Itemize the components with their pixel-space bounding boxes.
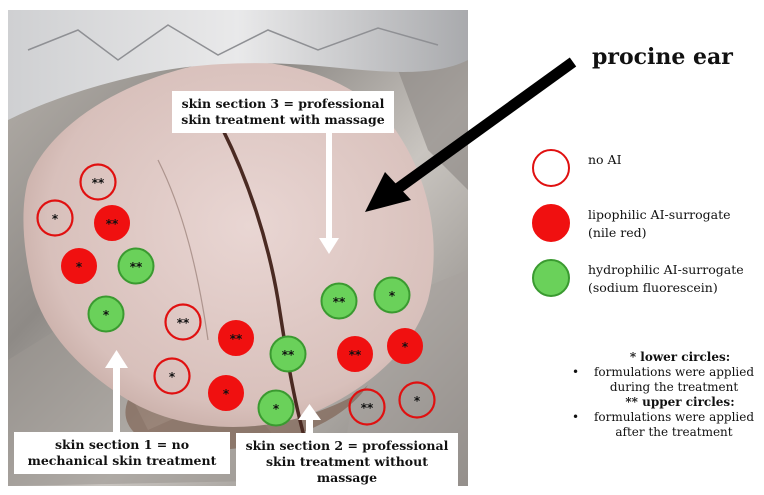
circle-mark: * — [402, 340, 409, 354]
legend-label: hydrophilic AI-surrogate (sodium fluores… — [588, 259, 744, 297]
ear-pointer-arrow — [365, 57, 577, 212]
circle-mark: ** — [92, 176, 105, 190]
legend-item-hydrophilic: hydrophilic AI-surrogate (sodium fluores… — [532, 259, 744, 297]
callout-skin-section-3: skin section 3 = professional skin treat… — [172, 91, 394, 133]
upper-circles-title: ** upper circles: — [625, 395, 735, 409]
legend-label-line1: lipophilic AI-surrogate — [588, 207, 731, 222]
circle-mark: ** — [130, 260, 143, 274]
no-ai-circle: * — [153, 357, 191, 395]
no-ai-circle: ** — [79, 163, 117, 201]
hydrophilic-circle: * — [373, 276, 411, 314]
circle-mark: * — [103, 308, 110, 322]
circle-mark: * — [223, 387, 230, 401]
no-ai-circle: * — [36, 199, 74, 237]
circle-mark: * — [169, 370, 176, 384]
circle-mark: * — [76, 260, 83, 274]
legend-swatch-red-circle — [532, 204, 570, 242]
section2-arrow — [298, 404, 321, 436]
hydrophilic-circle: ** — [320, 282, 358, 320]
hydrophilic-circle: ** — [269, 335, 307, 373]
porcine-ear-photo: *************************** — [8, 10, 468, 486]
legend-label: no AI — [588, 149, 622, 169]
foil-top-wrinkle — [27, 24, 439, 61]
circle-mark: * — [414, 394, 421, 408]
upper-circles-text: formulations were applied after the trea… — [570, 410, 760, 440]
circle-mark: ** — [230, 332, 243, 346]
circle-mark: * — [273, 402, 280, 416]
circle-mark: ** — [282, 348, 295, 362]
circle-mark: ** — [106, 217, 119, 231]
section3-arrow — [319, 128, 339, 254]
legend-label-line1: hydrophilic AI-surrogate — [588, 262, 744, 277]
hydrophilic-circle: * — [257, 389, 295, 427]
legend-label-line2: (sodium fluorescein) — [588, 280, 718, 295]
legend-label: lipophilic AI-surrogate (nile red) — [588, 204, 731, 242]
legend-item-no-ai: no AI — [532, 149, 622, 187]
circle-mark: ** — [177, 316, 190, 330]
lipophilic-circle: ** — [218, 320, 254, 356]
legend-swatch-green-circle — [532, 259, 570, 297]
legend-label-line1: no AI — [588, 152, 622, 167]
circle-mark: * — [389, 289, 396, 303]
no-ai-circle: ** — [348, 388, 386, 426]
lipophilic-circle: * — [61, 248, 97, 284]
hydrophilic-circle: ** — [117, 247, 155, 285]
no-ai-circle: * — [398, 381, 436, 419]
legend-swatch-empty-circle — [532, 149, 570, 187]
lower-circles-title: * lower circles: — [629, 350, 731, 364]
lipophilic-circle: * — [208, 375, 244, 411]
formulation-circles: *************************** — [36, 163, 436, 427]
no-ai-circle: ** — [164, 303, 202, 341]
lipophilic-circle: ** — [337, 336, 373, 372]
circle-mark: ** — [333, 295, 346, 309]
hydrophilic-circle: * — [87, 295, 125, 333]
legend-label-line2: (nile red) — [588, 225, 647, 240]
circle-mark: ** — [349, 348, 362, 362]
lipophilic-circle: ** — [94, 205, 130, 241]
ear-ridge-line-faint — [157, 159, 209, 341]
ear-ridge-line — [221, 129, 310, 451]
circle-mark: * — [52, 212, 59, 226]
callout-skin-section-1: skin section 1 = no mechanical skin trea… — [14, 432, 230, 474]
section1-arrow — [105, 350, 128, 434]
circle-notes: * lower circles: formulations were appli… — [570, 350, 760, 440]
callout-skin-section-2: skin section 2 = professional skin treat… — [236, 433, 458, 491]
circle-mark: ** — [361, 401, 374, 415]
ear-title: procine ear — [592, 44, 733, 70]
lower-circles-text: formulations were applied during the tre… — [570, 365, 760, 395]
lipophilic-circle: * — [387, 328, 423, 364]
legend-item-lipophilic: lipophilic AI-surrogate (nile red) — [532, 204, 731, 242]
